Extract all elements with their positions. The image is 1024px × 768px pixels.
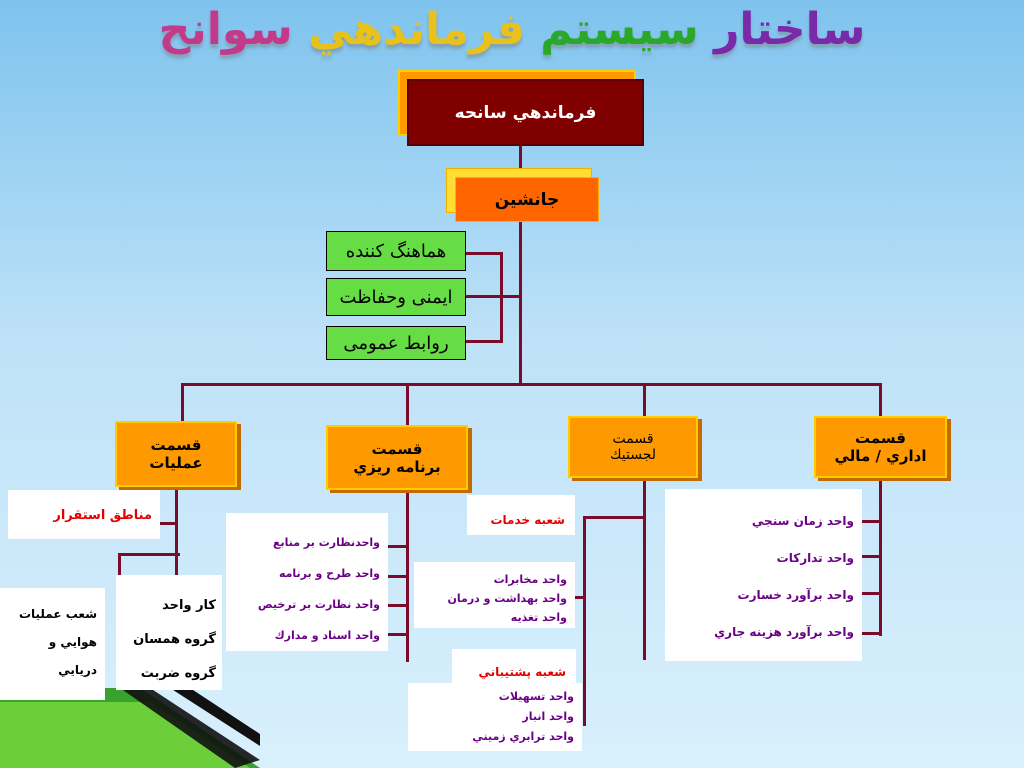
staff-box: روابط عمومی <box>326 326 466 360</box>
section-label: قسمت <box>150 436 202 454</box>
staff-box: ايمنی وحفاظت <box>326 278 466 316</box>
connector-line <box>500 252 503 343</box>
support-unit-item: واحد ترابري زميني <box>472 730 574 743</box>
connector-line <box>575 596 585 599</box>
support-unit-item: واحد تسهيلات <box>498 690 574 703</box>
section-box-operations: قسمت عمليات <box>115 421 237 487</box>
connector-line <box>388 575 408 578</box>
title-word: فرماندهي <box>308 4 525 55</box>
planning-units-box: واحدنظارت بر منابع واحد طرح و برنامه واح… <box>226 513 388 651</box>
finance-unit-item: واحد برآورد هزينه جاري <box>714 625 854 639</box>
air-sea-line: هوايي و <box>48 635 97 649</box>
connector-line <box>118 553 180 556</box>
services-unit-item: واحد تغذيه <box>510 611 567 624</box>
connector-line <box>388 633 408 636</box>
support-unit-item: واحد انبار <box>522 710 574 723</box>
connector-line <box>879 383 882 416</box>
connector-line <box>643 478 646 660</box>
services-branch-title: شعبه خدمات <box>490 513 565 527</box>
section-label: لجستيك <box>609 447 657 463</box>
connector-line <box>583 516 645 519</box>
incident-command-box: فرماندهي سانحه <box>407 79 644 146</box>
section-label: قسمت <box>371 439 423 458</box>
connector-line <box>466 295 521 298</box>
air-sea-line: شعب عمليات <box>18 607 97 621</box>
services-unit-item: واحد بهداشت و درمان <box>447 592 567 605</box>
connector-line <box>862 520 882 523</box>
title-word: سيستم <box>540 4 699 55</box>
connector-line <box>519 222 522 384</box>
page-title: ساختار سيستم فرماندهي سوانح <box>0 2 1024 58</box>
connector-line <box>466 252 502 255</box>
ops-unit-item: گروه ضربت <box>140 666 216 681</box>
section-box-finance: قسمت اداري / مالي <box>814 416 947 478</box>
staff-box: هماهنگ كننده <box>326 231 466 271</box>
incident-command-label: فرماندهي سانحه <box>454 102 597 123</box>
connector-line <box>388 604 408 607</box>
ops-unit-item: گروه همسان <box>133 632 216 647</box>
connector-line <box>181 383 184 421</box>
connector-line <box>519 146 522 176</box>
connector-line <box>406 383 409 425</box>
services-unit-item: واحد مخابرات <box>493 573 567 586</box>
staging-area-label: مناطق استقرار <box>53 508 152 523</box>
connector-line <box>862 592 882 595</box>
connector-line <box>160 522 178 525</box>
services-units-box: واحد مخابرات واحد بهداشت و درمان واحد تغ… <box>414 562 575 628</box>
deputy-label: جانشين <box>494 189 560 210</box>
connector-line <box>388 545 408 548</box>
staff-label: هماهنگ كننده <box>345 240 447 262</box>
connector-line <box>583 516 586 726</box>
services-branch-title-box: شعبه خدمات <box>467 495 575 535</box>
title-word: سوانح <box>158 4 293 55</box>
deputy-box: جانشين <box>455 177 599 222</box>
connector-line <box>643 383 646 416</box>
connector-line <box>466 340 502 343</box>
finance-unit-item: واحد تداركات <box>776 551 854 565</box>
section-label: اداري / مالي <box>834 447 927 465</box>
support-units-box: واحد تسهيلات واحد انبار واحد ترابري زمين… <box>408 683 582 751</box>
planning-unit-item: واحد نظارت بر ترخيص <box>257 598 380 611</box>
finance-unit-item: واحد زمان سنجي <box>751 514 854 528</box>
connector-line <box>181 383 881 386</box>
planning-unit-item: واحدنظارت بر منابع <box>273 536 380 549</box>
connector-line <box>175 485 178 580</box>
planning-unit-item: واحد اسناد و مدارك <box>274 629 380 642</box>
planning-unit-item: واحد طرح و برنامه <box>278 567 380 580</box>
staff-label: ايمنی وحفاظت <box>339 286 453 308</box>
support-branch-title-box: شعبه پشتيباني <box>452 649 576 689</box>
section-box-planning: قسمت برنامه ريزي <box>326 425 468 490</box>
section-label: قسمت <box>854 429 907 447</box>
air-sea-line: دريايي <box>58 663 97 677</box>
finance-unit-item: واحد برآورد خسارت <box>737 588 854 602</box>
connector-line <box>862 555 882 558</box>
finance-units-box: واحد زمان سنجي واحد تداركات واحد برآورد … <box>665 489 862 661</box>
decorative-stripes <box>0 688 260 768</box>
support-branch-title: شعبه پشتيباني <box>478 665 567 679</box>
connector-line <box>862 632 882 635</box>
section-label: قسمت <box>612 431 654 447</box>
staff-label: روابط عمومی <box>343 332 449 354</box>
section-label: برنامه ريزي <box>353 457 441 476</box>
staging-area-box: مناطق استقرار <box>8 490 160 539</box>
ops-units-box: كار واحد گروه همسان گروه ضربت <box>116 575 222 690</box>
section-label: عمليات <box>149 454 203 472</box>
ops-unit-item: كار واحد <box>162 598 216 613</box>
connector-line <box>118 553 121 593</box>
title-word: ساختار <box>714 4 866 55</box>
air-sea-branch-box: شعب عمليات هوايي و دريايي <box>0 588 105 700</box>
section-box-logistics: قسمت لجستيك <box>568 416 698 478</box>
